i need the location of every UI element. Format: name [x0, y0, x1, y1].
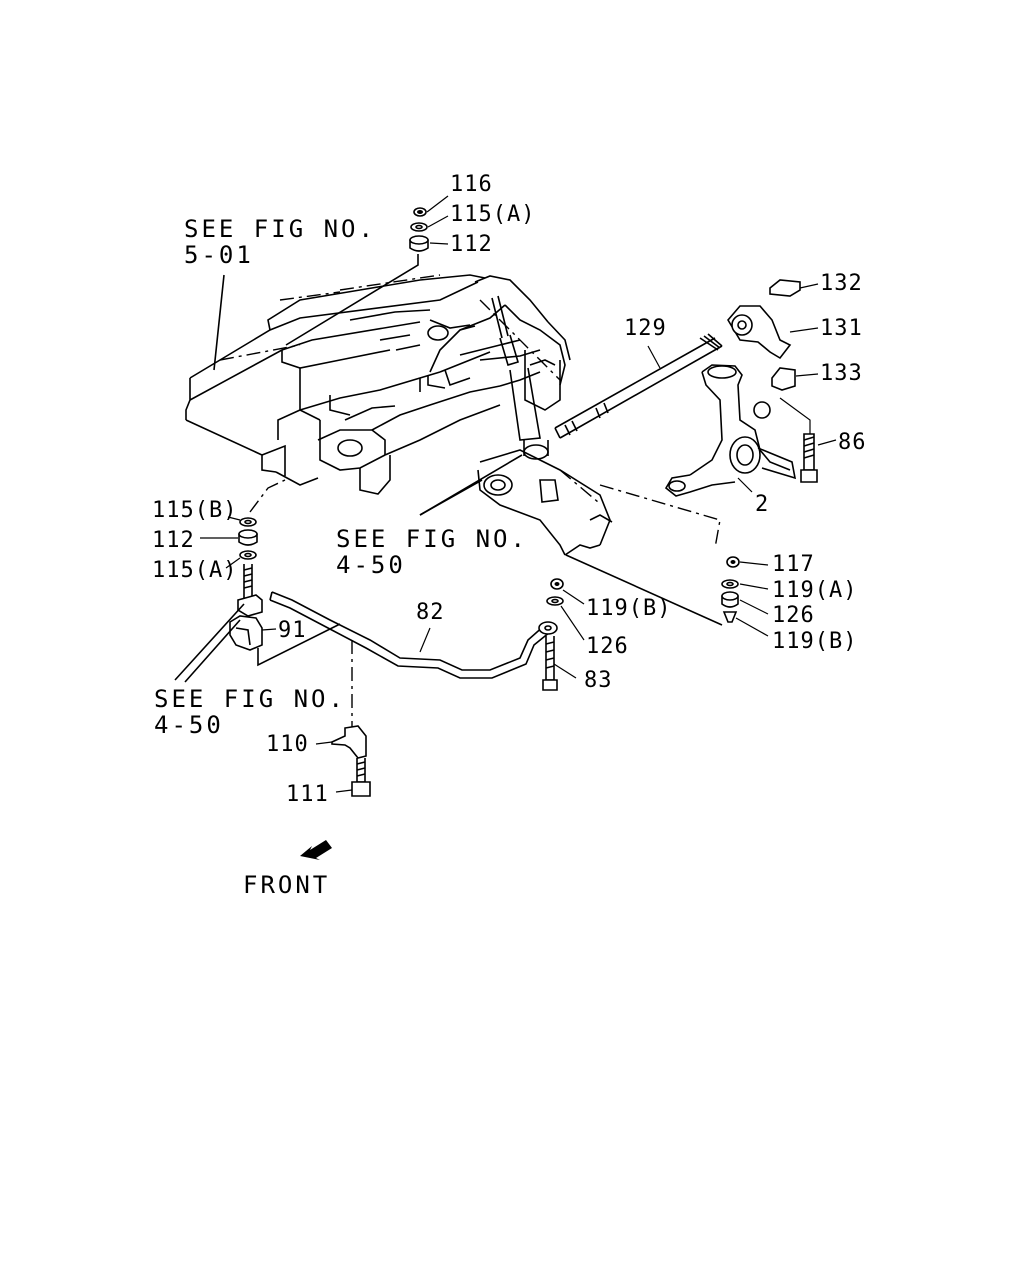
part-label-112-left: 112	[152, 528, 195, 553]
part-label-115a-left: 115(A)	[152, 558, 238, 583]
part-label-83: 83	[584, 668, 613, 693]
upper-mount-stack	[285, 207, 429, 346]
part-label-2: 2	[755, 492, 770, 517]
part-label-119b-mid: 119(B)	[586, 596, 672, 621]
part-label-116: 116	[450, 172, 493, 197]
part-label-133: 133	[820, 361, 863, 386]
part-label-115a-top: 115(A)	[450, 202, 536, 227]
see-fig-4-50-left-line2: 4-50	[154, 711, 224, 739]
part-label-115b: 115(B)	[152, 498, 238, 523]
stabilizer-bar	[257, 591, 558, 679]
part-label-111: 111	[286, 782, 329, 807]
arrow-icon	[300, 840, 332, 860]
shock-absorber	[491, 295, 549, 460]
bolt-86	[779, 397, 837, 483]
see-fig-5-01-line2: 5-01	[184, 241, 254, 269]
front-label: FRONT	[243, 871, 331, 899]
part-label-119b-right: 119(B)	[772, 629, 858, 654]
see-fig-4-50-mid-line1: SEE FIG NO.	[336, 525, 528, 553]
steering-knuckle	[664, 364, 797, 497]
part-label-119a: 119(A)	[772, 578, 858, 603]
part-label-110: 110	[266, 732, 309, 757]
part-label-129: 129	[624, 316, 667, 341]
see-fig-4-50-left-line1: SEE FIG NO.	[154, 685, 346, 713]
leader-line	[213, 274, 225, 371]
bracket-110	[315, 640, 367, 759]
part-131	[727, 305, 819, 360]
right-hardware-stack	[721, 556, 769, 637]
part-label-126-mid: 126	[586, 634, 629, 659]
part-label-131: 131	[820, 316, 863, 341]
see-fig-5-01-line1: SEE FIG NO.	[184, 215, 376, 243]
part-label-91: 91	[278, 618, 307, 643]
part-133	[771, 367, 819, 391]
left-hardware-stack	[200, 479, 286, 569]
part-label-82: 82	[416, 600, 445, 625]
vehicle-frame	[185, 274, 571, 495]
part-132	[769, 279, 819, 297]
see-fig-4-50-mid-line2: 4-50	[336, 551, 406, 579]
bolt-111	[335, 758, 371, 797]
part-label-132: 132	[820, 271, 863, 296]
part-label-126-right: 126	[772, 603, 815, 628]
lower-control-arm	[477, 449, 613, 556]
part-label-86: 86	[838, 430, 867, 455]
middle-hardware	[542, 578, 585, 691]
tie-rod	[554, 333, 723, 439]
part-label-117: 117	[772, 552, 815, 577]
part-label-112-top: 112	[450, 232, 493, 257]
